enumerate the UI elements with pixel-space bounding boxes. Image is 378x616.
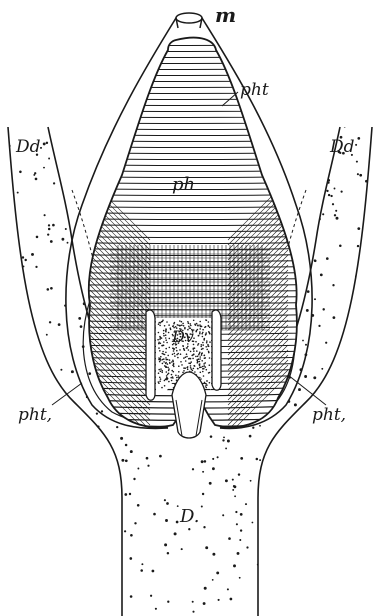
label-dd-right: Dd <box>329 137 355 157</box>
left-lumen-slit <box>146 310 155 400</box>
leader-line-pht-left <box>52 383 82 405</box>
label-dv: Dv <box>171 327 194 346</box>
label-d: D. <box>179 506 200 527</box>
label-dd-left: Dd <box>15 137 41 157</box>
mouth-opening <box>176 13 202 28</box>
label-ph: ph <box>172 174 195 195</box>
label-m: m <box>215 3 236 27</box>
right-lumen-slit <box>212 310 221 390</box>
label-pht-left: pht, <box>18 405 52 425</box>
pharynx <box>40 38 338 438</box>
label-pht-right: pht, <box>312 405 346 425</box>
label-pht-top: pht <box>240 80 269 100</box>
